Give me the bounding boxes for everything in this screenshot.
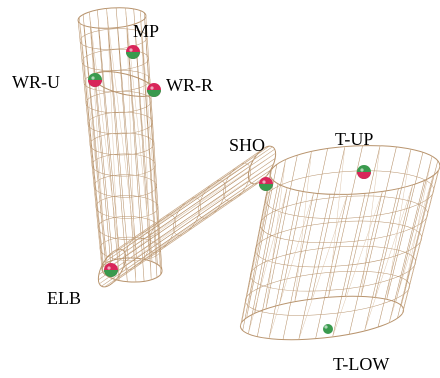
label-t-up: T-UP: [335, 130, 373, 148]
forearm-diagonal: [125, 153, 276, 252]
forearm-diagonal: [121, 175, 267, 273]
label-wr-u: WR-U: [12, 73, 60, 91]
label-wr-r: WR-R: [166, 76, 213, 94]
marker-mp: [126, 45, 140, 59]
marker-t-low: [323, 324, 333, 334]
label-elb: ELB: [47, 289, 81, 307]
torso-diagonal: [328, 147, 345, 298]
hand-diagonal: [80, 23, 102, 269]
torso-diagonal: [333, 191, 383, 337]
forearm-diagonal: [111, 147, 265, 253]
hand-segment-wireframe: [77, 6, 162, 283]
label-sho: SHO: [229, 136, 265, 154]
torso-diagonal: [389, 176, 433, 323]
forearm-diagonal: [119, 147, 272, 249]
torso-diagonal: [402, 166, 440, 314]
forearm-diagonal: [99, 177, 248, 284]
torso-segment-wireframe: [238, 142, 440, 347]
marker-sho: [259, 177, 273, 191]
hand-ring: [92, 154, 156, 177]
marker-t-up: [357, 165, 371, 179]
torso-diagonal: [295, 152, 312, 302]
marker-wr-r: [147, 83, 161, 97]
forearm-diagonal: [105, 183, 252, 287]
torso-diagonal: [247, 169, 272, 317]
label-mp: MP: [133, 22, 159, 40]
marker-wr-u: [88, 73, 102, 87]
marker-elb: [104, 263, 118, 277]
label-t-low: T-LOW: [333, 355, 389, 373]
